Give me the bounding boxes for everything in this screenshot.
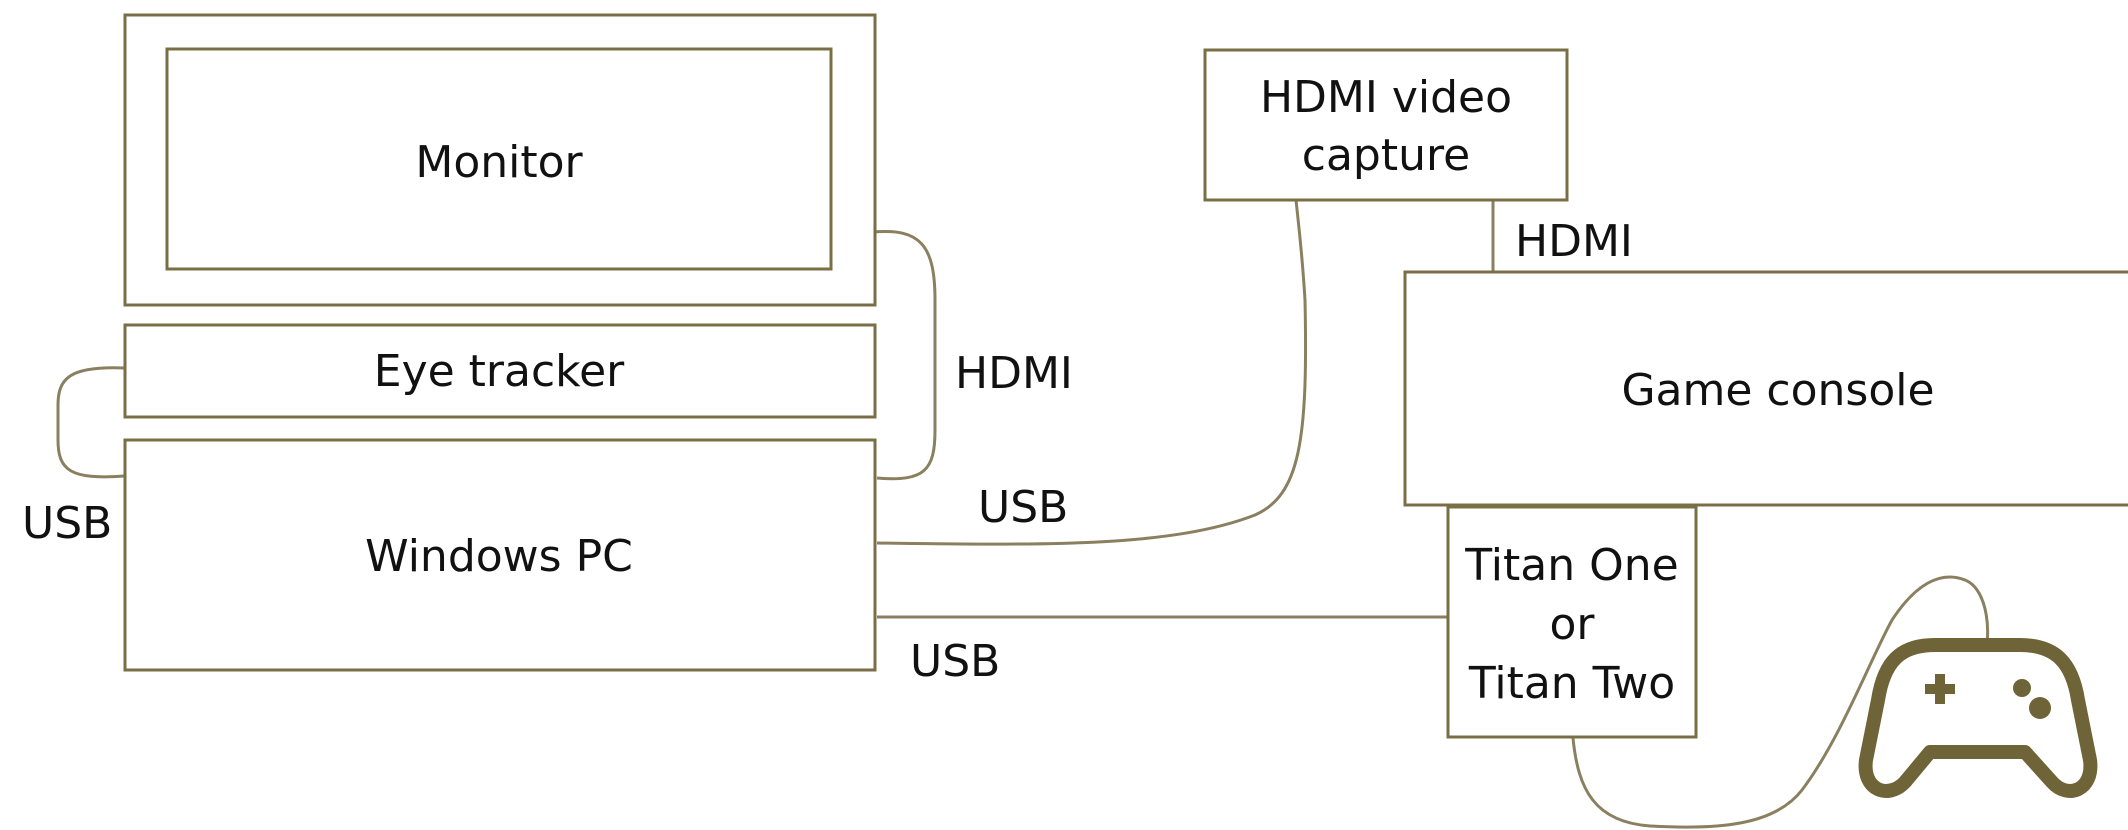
windows-pc-box	[123, 438, 877, 672]
titan-box	[1446, 505, 1698, 739]
titan-label-line3: Titan Two	[1468, 658, 1675, 709]
wire-usb-pc-capture	[876, 199, 1308, 546]
usb-pc-titan-label: USB	[910, 636, 1000, 687]
game-console-box	[1403, 270, 2128, 507]
capture-label-line2: capture	[1302, 130, 1470, 181]
monitor-screen-box	[165, 47, 833, 271]
hdmi-pc-monitor-label: HDMI	[955, 348, 1073, 399]
wire-hdmi-pc-monitor	[872, 229, 937, 481]
hdmi-capture-console-label: HDMI	[1515, 216, 1633, 267]
titan-label-line2: or	[1549, 599, 1595, 650]
titan-label-line1: Titan One	[1464, 540, 1678, 591]
usb-pc-capture-label: USB	[978, 482, 1068, 533]
wire-usb-pc-eyetracker	[56, 366, 125, 479]
monitor-label: Monitor	[415, 137, 583, 188]
wire-titan-controller	[1571, 575, 1990, 829]
game-console-label: Game console	[1621, 365, 1934, 416]
eye-tracker-box	[123, 323, 877, 419]
gamepad-icon	[1858, 638, 2098, 798]
capture-label-line1: HDMI video	[1260, 72, 1512, 123]
eye-tracker-label: Eye tracker	[374, 346, 625, 397]
usb-pc-eyetracker-label: USB	[22, 498, 112, 549]
windows-pc-label: Windows PC	[365, 531, 633, 582]
capture-box	[1203, 48, 1569, 202]
